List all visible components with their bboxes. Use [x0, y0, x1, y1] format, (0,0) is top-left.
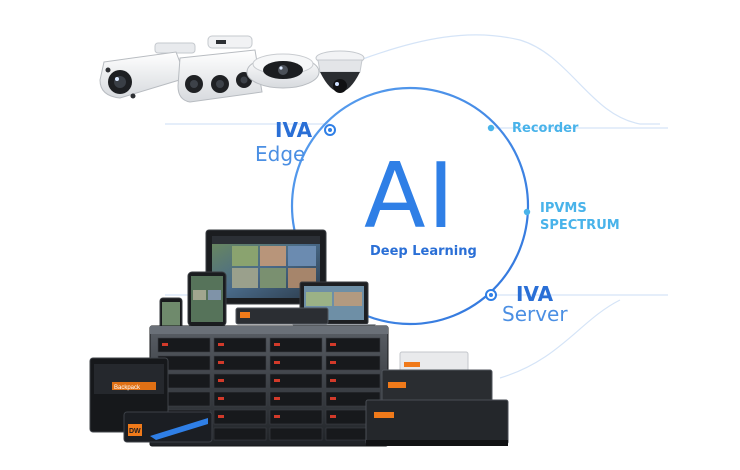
- deep-learning-label: Deep Learning: [370, 244, 477, 259]
- ring-nodes: [324, 124, 531, 301]
- edge-line-top: [359, 34, 660, 125]
- ipvms-label: IPVMS SPECTRUM: [540, 200, 620, 234]
- backpack-brand-label: Backpack: [114, 385, 141, 391]
- multisensor-camera-icon: [177, 35, 263, 103]
- ai-ring: [290, 86, 530, 326]
- node-server-core: [489, 293, 493, 297]
- node-ipvms: [523, 208, 531, 216]
- iva-edge-title: IVA: [275, 118, 313, 142]
- nvr-small-icon: [235, 307, 329, 325]
- iva-edge-subtitle: Edge: [255, 142, 306, 166]
- tablet-icon: [187, 271, 227, 327]
- ipvms-line2: SPECTRUM: [540, 218, 620, 233]
- ipvms-line1: IPVMS: [540, 201, 587, 216]
- ai-heading: AI: [364, 144, 457, 249]
- recorder-label: Recorder: [512, 121, 579, 136]
- slim-device-icon: DW: [123, 411, 213, 443]
- node-edge-core: [328, 128, 332, 132]
- hardware-group: Backpack DW: [89, 229, 509, 447]
- server-stack-icon: [365, 351, 509, 446]
- camera-group: [99, 35, 365, 103]
- iva-server-subtitle: Server: [502, 302, 568, 326]
- dome-camera-icon: [315, 50, 365, 93]
- fisheye-camera-icon: [246, 53, 320, 89]
- iva-server-title: IVA: [516, 282, 554, 306]
- device-badge-label: DW: [129, 428, 141, 435]
- bullet-camera-icon: [99, 42, 196, 99]
- server-line-curve: [499, 299, 621, 379]
- node-recorder: [487, 124, 495, 132]
